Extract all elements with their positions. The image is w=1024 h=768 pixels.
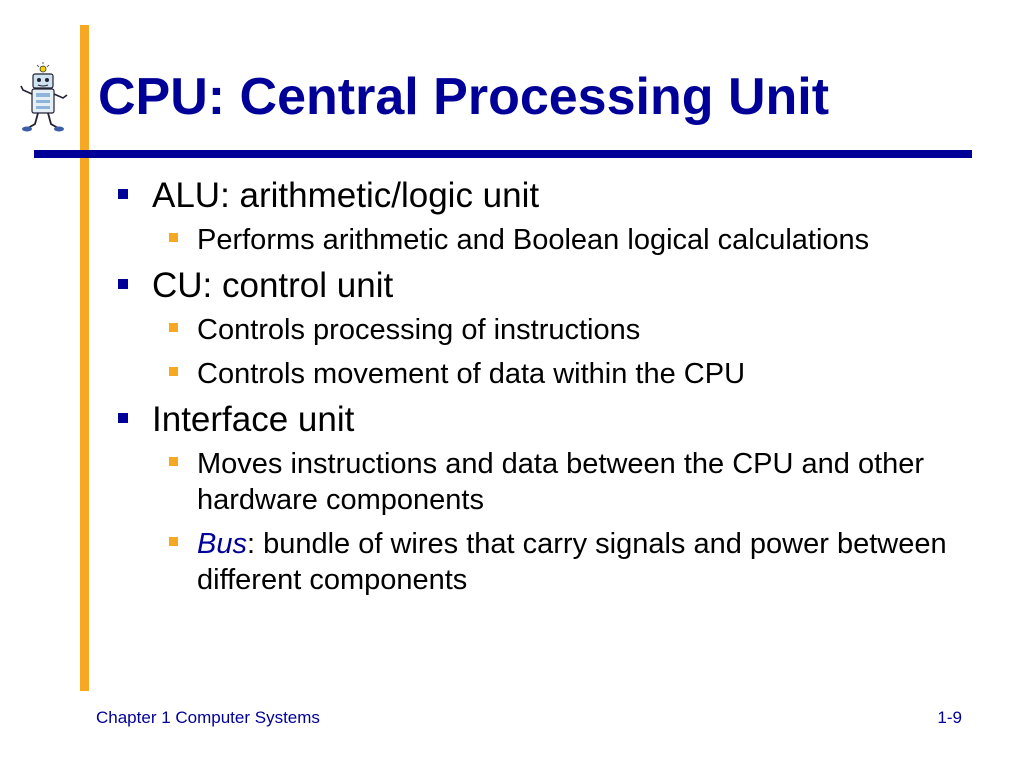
sub-bullet-cu-1: Controls processing of instructions [110, 312, 970, 348]
sub-bullet-text: Controls processing of instructions [197, 314, 641, 346]
footer-page-number: 1-9 [937, 708, 962, 727]
sub-bullet-text: Performs arithmetic and Boolean logical … [197, 224, 870, 256]
bullet-interface-unit: Interface unit [110, 400, 970, 440]
accent-bar [80, 25, 89, 691]
square-bullet-icon [169, 367, 178, 376]
bullet-list: ALU: arithmetic/logic unit Performs arit… [110, 176, 970, 606]
computer-character-icon [20, 62, 68, 132]
slide-title: CPU: Central Processing Unit [98, 68, 830, 126]
sub-bullet-text: Controls movement of data within the CPU [197, 358, 746, 390]
bullet-alu: ALU: arithmetic/logic unit [110, 176, 970, 216]
footer-chapter: Chapter 1 Computer Systems [96, 708, 320, 727]
square-bullet-icon [169, 537, 178, 546]
square-bullet-icon [169, 323, 178, 332]
sub-bullet-bus: Bus: bundle of wires that carry signals … [110, 526, 970, 598]
sub-bullet-interface-1: Moves instructions and data between the … [110, 446, 970, 518]
title-rule [34, 150, 972, 158]
square-bullet-icon [169, 457, 178, 466]
bullet-text: ALU: arithmetic/logic unit [152, 176, 540, 215]
square-bullet-icon [169, 233, 178, 242]
square-bullet-icon [118, 413, 128, 423]
sub-bullet-cu-2: Controls movement of data within the CPU [110, 356, 970, 392]
bullet-cu: CU: control unit [110, 266, 970, 306]
bullet-text: Interface unit [152, 400, 355, 439]
bus-term: Bus [197, 528, 247, 560]
bullet-text: CU: control unit [152, 266, 394, 305]
bus-definition: : bundle of wires that carry signals and… [197, 528, 947, 596]
square-bullet-icon [118, 279, 128, 289]
square-bullet-icon [118, 189, 128, 199]
sub-bullet-alu-1: Performs arithmetic and Boolean logical … [110, 222, 970, 258]
sub-bullet-text: Moves instructions and data between the … [197, 448, 925, 516]
